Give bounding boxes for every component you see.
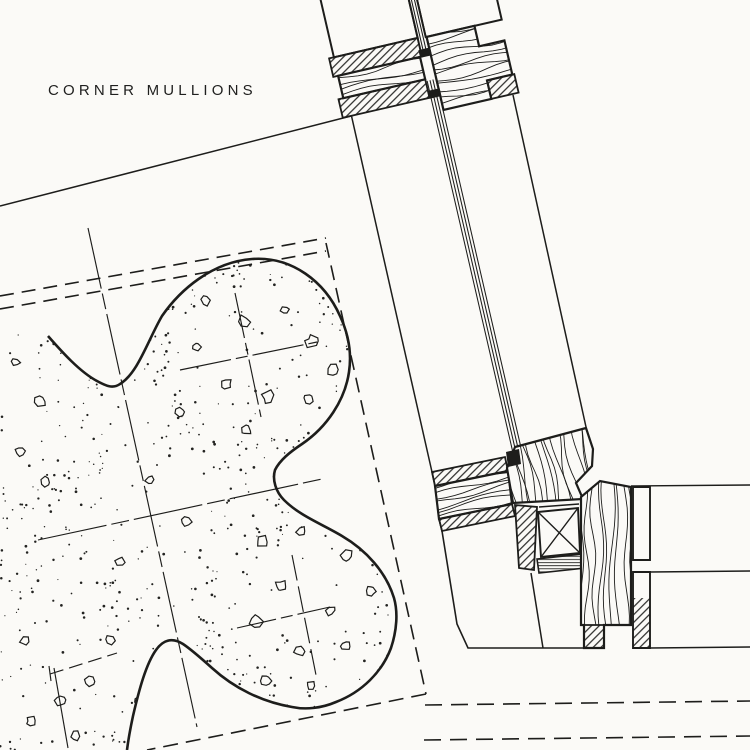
page-title: CORNER MULLIONS (48, 82, 257, 99)
glass-pane-upper-lines (407, 0, 431, 54)
glazing-pocket (418, 47, 432, 58)
glazing-run-diagonal (319, 0, 587, 473)
mullion-leg-hatched (583, 624, 605, 649)
interior-trim-face-line (431, 471, 584, 649)
blocking-pocket-line (538, 503, 580, 508)
glazing-pocket (506, 449, 521, 467)
concrete-aggregate-stones (10, 295, 378, 742)
frame-face-exterior-line (512, 94, 587, 428)
glazing-stop-hatched (485, 73, 520, 100)
glass-pane-lower-lines (426, 78, 522, 452)
concrete-stipple-texture (0, 258, 397, 750)
hidden-outline-dashed-lines (0, 237, 750, 750)
concrete-outline (47, 257, 398, 750)
horizontal-run-face-lines (630, 484, 750, 649)
steel-blocking-x-box (536, 506, 581, 559)
concrete-centerlines (37, 227, 331, 749)
trim-side-line (530, 572, 544, 649)
interior-wall-line (0, 115, 352, 207)
frame-face-interior-line (350, 115, 433, 473)
top-mullion-section (328, 24, 520, 119)
glazing-stop-hatched (514, 504, 538, 572)
glazing-pocket (427, 88, 442, 99)
corner-mullion-assembly (430, 426, 750, 650)
concrete-column-section (0, 227, 398, 750)
outer-board-upper (632, 486, 651, 561)
outer-board-hatch (633, 598, 650, 648)
